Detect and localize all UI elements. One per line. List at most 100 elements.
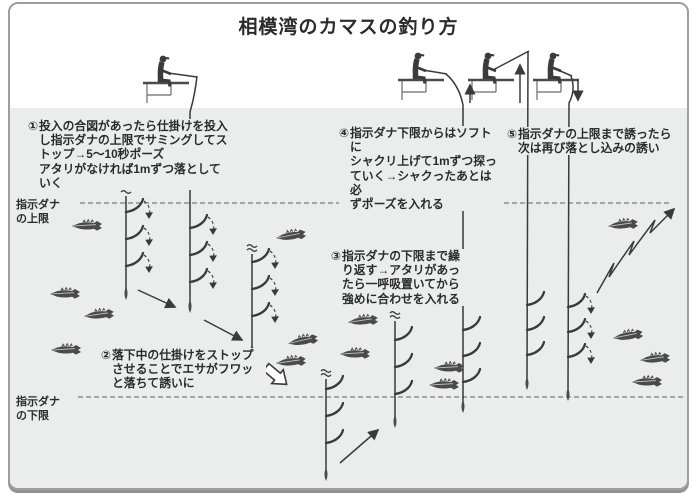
zigzag-arrow-icon	[596, 207, 676, 294]
hook-icon	[393, 325, 414, 342]
page-title: 相模湾のカマスの釣り方	[238, 17, 459, 38]
rod-icon	[492, 50, 530, 71]
fall-arrow-icon	[585, 320, 596, 340]
sinker-icon	[324, 468, 328, 481]
rig-6	[445, 73, 482, 413]
fall-arrow-icon	[207, 270, 218, 290]
hook-icon	[566, 342, 587, 359]
step-2-number: ②	[101, 348, 111, 362]
step-3-number: ③	[331, 249, 341, 263]
label-tana-upper: 指示ダナ の上限	[16, 198, 64, 226]
step-5-number: ⑤	[507, 127, 517, 141]
rig-3	[246, 244, 280, 357]
sinker-icon	[566, 388, 570, 401]
hook-icon	[324, 401, 345, 418]
hook-icon	[393, 379, 414, 396]
rod-icon	[422, 69, 448, 75]
angler-icon	[398, 53, 448, 100]
rig-2	[188, 75, 218, 313]
fish-icon	[607, 216, 639, 232]
sinker-icon	[188, 300, 192, 313]
fish-icon	[50, 343, 82, 356]
lift-arrow-icon	[339, 428, 380, 464]
hook-icon	[525, 290, 546, 307]
fall-arrow-icon	[143, 254, 154, 274]
rod-icon	[167, 72, 198, 78]
fall-arrow-icon	[207, 243, 218, 263]
fish-icon	[49, 287, 81, 300]
fish-icon	[274, 227, 307, 244]
fish-icon	[433, 361, 465, 374]
sinker-icon	[124, 287, 128, 300]
step-2-text: 落下中の仕掛けをストップ させることでエサがフワッ と落ちて誘いに	[112, 348, 254, 391]
fish-icon	[347, 312, 379, 328]
step-5: ⑤ 指示ダナの上限まで誘ったら 次は再び落とし込みの誘い	[507, 127, 675, 156]
step-5-text: 指示ダナの上限まで誘ったら 次は再び落とし込みの誘い	[518, 127, 672, 156]
fall-arrow-icon	[269, 250, 280, 270]
hook-icon	[250, 301, 271, 318]
hook-icon	[461, 341, 482, 358]
hook-icon	[461, 315, 482, 332]
sinker-icon	[461, 400, 465, 413]
fish-icon	[339, 347, 371, 360]
hook-icon	[324, 374, 345, 391]
fall-arrow-icon	[269, 304, 280, 324]
surface-wave-icon	[246, 244, 258, 252]
hook-icon	[124, 251, 145, 268]
rig-line	[445, 73, 464, 402]
hook-icon	[124, 224, 145, 241]
fish-icon	[275, 353, 307, 369]
hook-icon	[324, 428, 345, 445]
step-1-text: 投入の合図があったら仕掛けを投入 し指示ダナの上限でサミングしてス トップ→5〜…	[39, 119, 228, 190]
rig-7	[525, 51, 546, 390]
sinker-icon	[393, 415, 397, 428]
hook-icon	[566, 317, 587, 334]
hook-icon	[188, 267, 209, 284]
hook-icon	[525, 315, 546, 332]
rig-4	[320, 369, 345, 481]
rig-line	[189, 75, 198, 302]
hook-icon	[393, 352, 414, 369]
fall-arrow-icon	[143, 227, 154, 247]
step-3: ③ 指示ダナの下限まで繰 り返す→アタリがあっ たら一呼吸置いてから 強めに合わ…	[331, 249, 476, 306]
hook-icon	[566, 292, 587, 309]
hook-icon	[461, 367, 482, 384]
fish-icon	[83, 306, 115, 322]
rig-line	[567, 75, 574, 391]
surface-wave-icon	[389, 311, 401, 319]
rig-8	[566, 75, 596, 401]
fish-icon	[71, 219, 103, 232]
rig-1	[120, 186, 154, 300]
hook-icon	[525, 340, 546, 357]
hook-icon	[124, 197, 145, 214]
fish-icon	[611, 327, 644, 344]
rig-line	[526, 51, 529, 380]
fall-arrow-icon	[269, 277, 280, 297]
step-1: ① 投入の合図があったら仕掛けを投入 し指示ダナの上限でサミングしてス トップ→…	[28, 119, 246, 191]
fish-icon	[428, 378, 460, 391]
drop-arrow-icon	[137, 289, 177, 309]
label-tana-lower: 指示ダナ の下限	[16, 395, 64, 423]
drop-arrow-icon	[203, 319, 244, 341]
fish-icon	[639, 350, 671, 366]
sinker-icon	[525, 377, 529, 390]
step-4-text: 指示ダナ下限からはソフトに シャクリ上げて1mずつ探っ ていく→シャクったあとは…	[350, 126, 497, 212]
surface-wave-icon	[320, 369, 332, 377]
fall-arrow-icon	[143, 200, 154, 220]
step-1-number: ①	[28, 119, 38, 133]
rig-5	[389, 311, 414, 428]
fall-arrow-icon	[585, 295, 596, 315]
angler-icon	[143, 56, 198, 103]
fish-icon	[631, 375, 663, 388]
step-3-text: 指示ダナの下限まで繰 り返す→アタリがあっ たら一呼吸置いてから 強めに合わせを…	[342, 249, 460, 306]
step-4-number: ④	[339, 126, 349, 140]
fish-icon	[286, 331, 320, 349]
angler-icon	[533, 53, 579, 100]
rod-icon	[557, 69, 573, 77]
fall-arrow-icon	[207, 216, 218, 236]
hook-icon	[188, 240, 209, 257]
step-4: ④ 指示ダナ下限からはソフトに シャクリ上げて1mずつ探っ ていく→シャクったあ…	[339, 126, 501, 212]
hook-icon	[188, 213, 209, 230]
